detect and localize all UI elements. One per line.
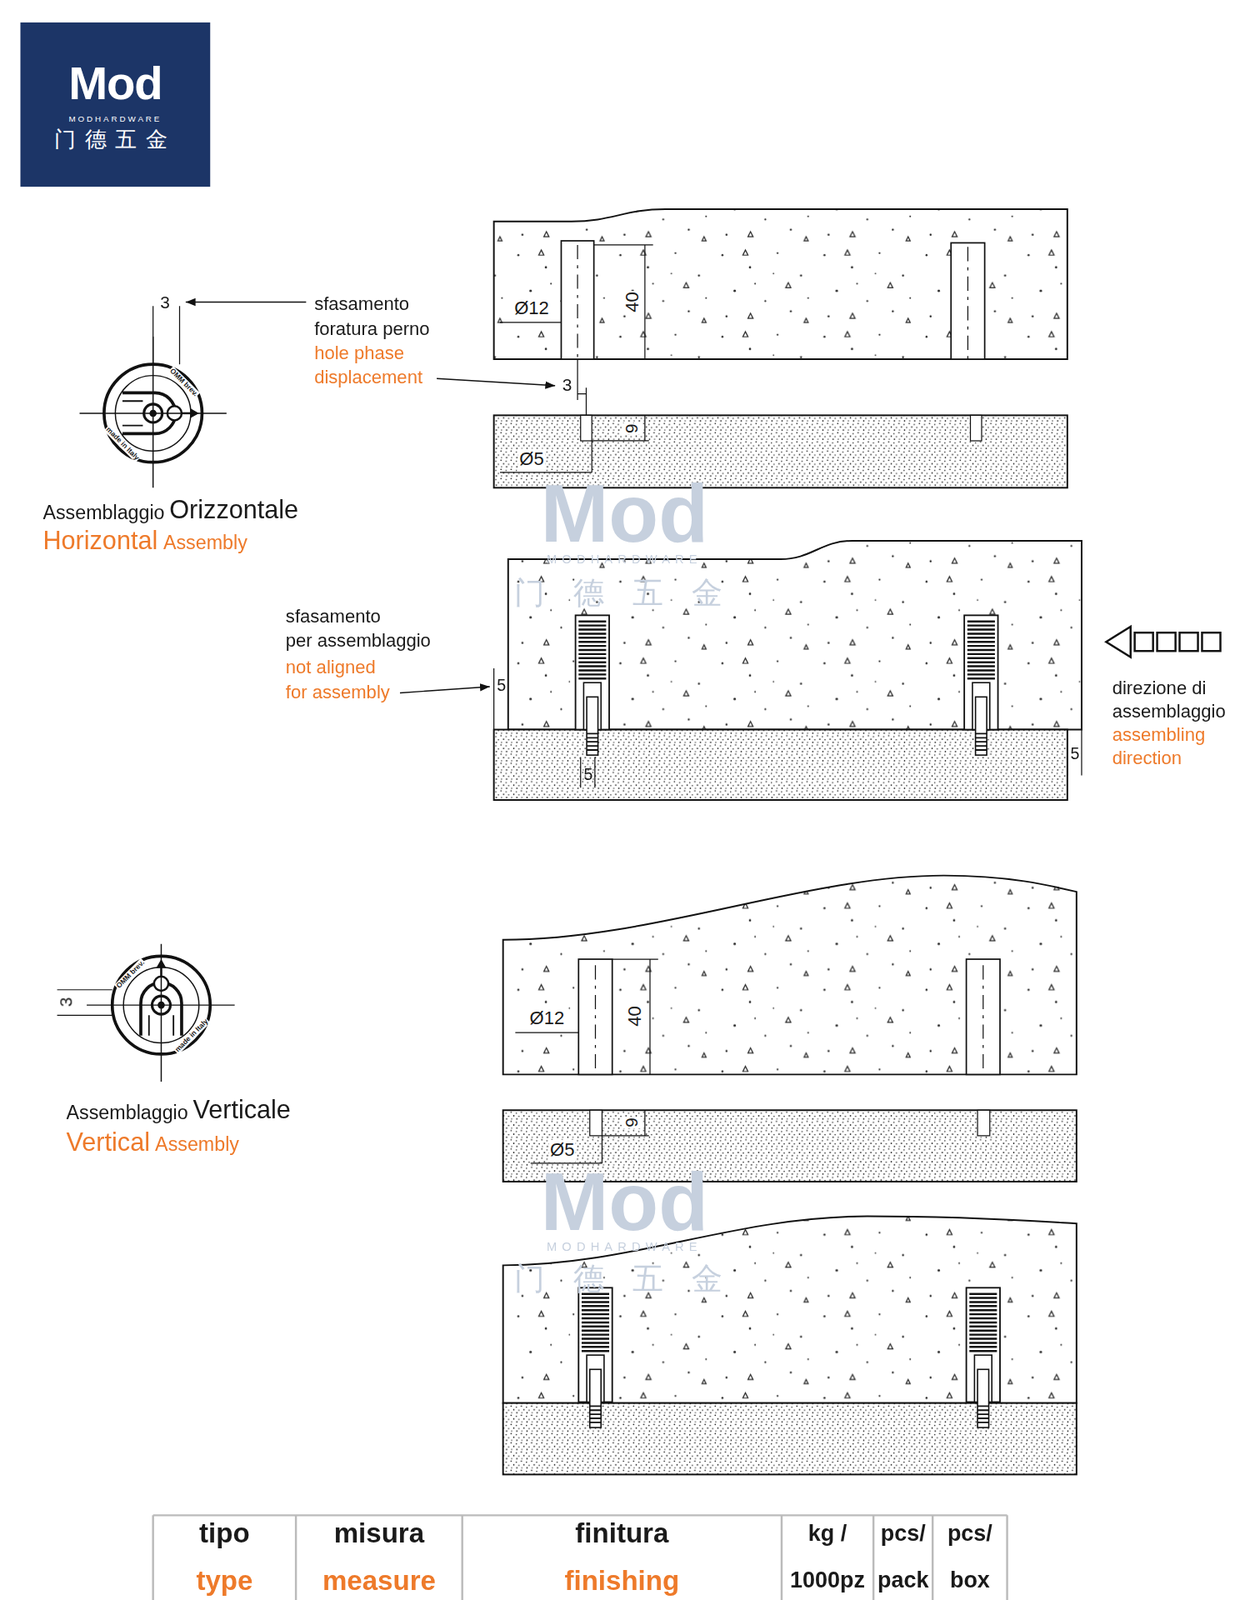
dimension: 5: [496, 675, 506, 695]
horizontal-drilling: [436, 209, 1068, 488]
caption: Vertical: [66, 1126, 150, 1158]
dimension: 9: [622, 1116, 644, 1129]
watermark: Mod: [540, 465, 709, 564]
table-cell: kg / 1000pz: [781, 1510, 874, 1600]
caption: Horizontal: [42, 524, 158, 555]
dimension-line: [500, 415, 650, 473]
dimension-line: [494, 668, 1082, 788]
dimension: 5: [583, 764, 593, 784]
watermark: MODHARDWARE: [546, 551, 703, 567]
dimension: Ø12: [513, 298, 550, 320]
table-cell: finishing: [462, 1557, 782, 1600]
dimension: Ø12: [528, 1008, 565, 1030]
dimension: Ø5: [518, 449, 545, 471]
centerline: [577, 245, 968, 360]
connector: [966, 1287, 1000, 1428]
vertical-drilling: [503, 875, 1077, 1182]
dimension-line: [577, 359, 586, 415]
table-cell: misura: [295, 1510, 463, 1557]
dimension: 40: [625, 1005, 647, 1028]
dimension-line: [515, 959, 658, 1075]
caption: Assemblaggio: [66, 1101, 189, 1125]
dimension-line: [57, 990, 113, 1016]
leader-arrow: [436, 378, 555, 386]
callout-text: direzione di assemblaggio: [1112, 676, 1233, 724]
horizontal-assembly: [400, 540, 1220, 800]
direction-arrow: [1105, 626, 1130, 658]
connector: [578, 1287, 612, 1428]
hole: [977, 1110, 990, 1136]
dimension: 3: [160, 292, 170, 314]
caption: Orizzontale: [169, 494, 299, 525]
vertical-symbol: [57, 944, 235, 1082]
caption: Assembly: [163, 531, 248, 555]
hole: [970, 415, 981, 441]
callout-text: not aligned for assembly: [285, 655, 399, 705]
crosshair: [86, 944, 235, 1082]
logo-text: MODHARDWARE: [68, 114, 162, 124]
table-cell: tipo: [153, 1510, 296, 1557]
leader-arrow: [400, 686, 490, 693]
dimension: 9: [622, 422, 644, 435]
lower-board: [503, 1403, 1077, 1475]
callout-text: per assemblaggio: [285, 630, 431, 653]
callout-text: assembling direction: [1112, 723, 1233, 770]
dimension-line: [500, 321, 561, 323]
logo-box: ModMODHARDWARE 门德五金: [20, 22, 210, 187]
connector: [575, 615, 610, 755]
table-cell: type: [153, 1557, 296, 1600]
caption: Verticale: [192, 1094, 290, 1125]
hole: [590, 1110, 603, 1136]
watermark: MODHARDWARE: [546, 1240, 703, 1255]
dimension-line: [594, 245, 654, 360]
callout-text: sfasamento: [285, 605, 381, 628]
table-cell: measure: [295, 1557, 463, 1600]
logo-text: Mod: [68, 56, 162, 111]
watermark: 门德五金: [514, 1260, 751, 1297]
dimension-line: [530, 1110, 650, 1164]
upper-panel: [503, 875, 1077, 1075]
watermark: Mod: [540, 1153, 709, 1252]
horizontal-symbol: [80, 301, 307, 488]
dimension: 5: [1070, 744, 1080, 764]
upper-panel: [494, 209, 1068, 360]
leader-arrow: [185, 301, 306, 303]
table-cell: pcs/ box: [932, 1510, 1007, 1600]
dimension: 40: [621, 290, 644, 314]
direction-arrow: [1135, 632, 1221, 651]
callout-text: sfasamento foratura perno: [314, 291, 442, 341]
dimension: 3: [56, 997, 78, 1008]
caption: Assembly: [155, 1133, 240, 1157]
callout-text: hole phase displacement: [314, 340, 442, 390]
hole: [580, 415, 592, 441]
dimension-line: [153, 305, 180, 365]
dimension: 3: [562, 375, 573, 397]
caption: Assemblaggio: [42, 501, 165, 525]
centerline: [595, 965, 983, 1075]
table-cell: finitura: [462, 1510, 782, 1557]
connector: [964, 615, 998, 755]
logo-text: 门德五金: [54, 128, 177, 154]
watermark: 门德五金: [514, 574, 751, 611]
vertical-assembly: [503, 1216, 1077, 1475]
table-cell: pcs/ pack: [873, 1510, 933, 1600]
